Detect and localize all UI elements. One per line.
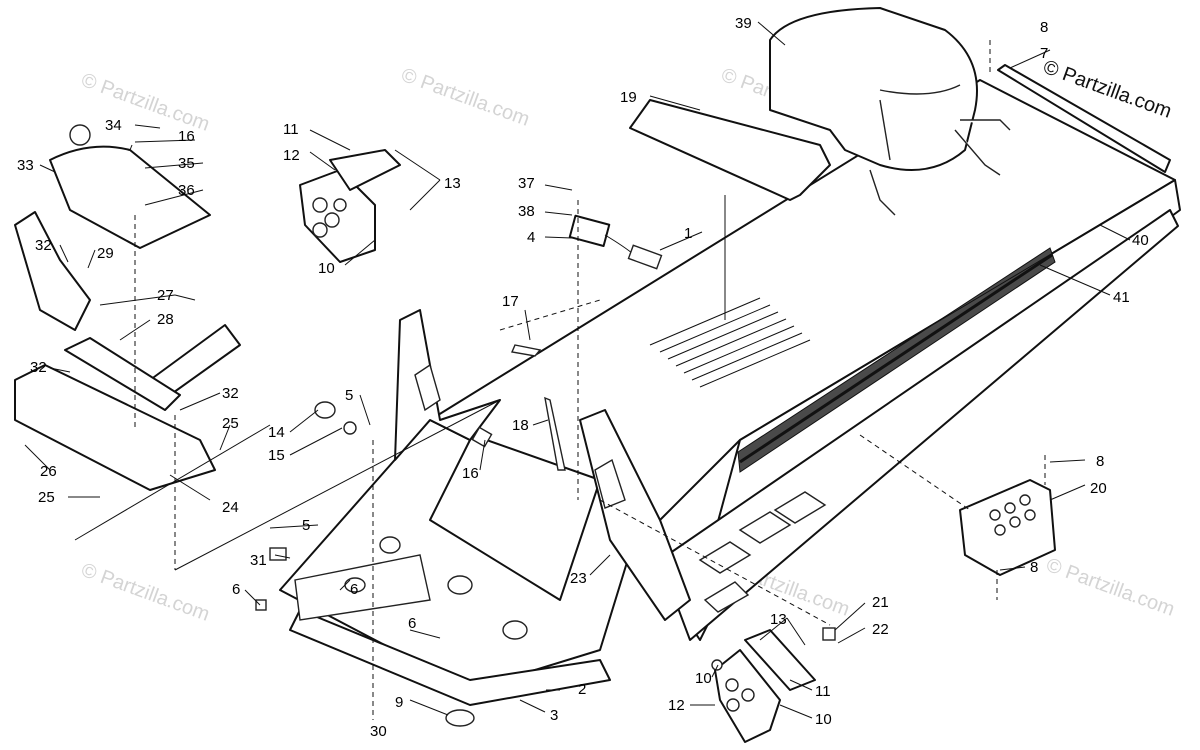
callout-14: 14 [268, 424, 285, 441]
callout-36: 36 [178, 182, 195, 199]
callout-6: 6 [350, 581, 358, 598]
leader-lines [24, 21, 1131, 720]
callout-4: 4 [527, 229, 535, 246]
callout-26: 26 [40, 463, 57, 480]
callout-8: 8 [1030, 559, 1038, 576]
callout-16: 16 [462, 465, 479, 482]
callout-31: 31 [250, 552, 267, 569]
tunnel-vents [649, 297, 811, 388]
callout-6: 6 [232, 581, 240, 598]
callout-5: 5 [302, 517, 310, 534]
callout-13: 13 [770, 611, 787, 628]
callout-33: 33 [17, 157, 34, 174]
callout-19: 19 [620, 89, 637, 106]
hardware [255, 344, 836, 727]
seat-part [769, 7, 1011, 216]
nose-assembly [14, 124, 241, 491]
callout-6: 6 [408, 615, 416, 632]
callout-40: 40 [1132, 232, 1149, 249]
callout-8: 8 [1096, 453, 1104, 470]
callout-10: 10 [695, 670, 712, 687]
callout-13: 13 [444, 175, 461, 192]
callout-24: 24 [222, 499, 239, 516]
callout-12: 12 [668, 697, 685, 714]
rear-rail-part [997, 64, 1171, 173]
callout-11: 11 [815, 683, 831, 700]
callout-20: 20 [1090, 480, 1107, 497]
callout-2: 2 [578, 681, 586, 698]
callout-38: 38 [518, 203, 535, 220]
callout-25: 25 [38, 489, 55, 506]
callout-8: 8 [1040, 19, 1048, 36]
callout-10: 10 [815, 711, 832, 728]
callout-25: 25 [222, 415, 239, 432]
callout-15: 15 [268, 447, 285, 464]
callout-9: 9 [395, 694, 403, 711]
brand-mark: © Partzilla.com [1040, 56, 1174, 123]
upper-mount-plate [299, 149, 401, 263]
callout-29: 29 [97, 245, 114, 262]
watermark: © Partzilla.com [78, 559, 212, 626]
running-board-cutouts [698, 491, 827, 613]
callout-37: 37 [518, 175, 535, 192]
callout-18: 18 [512, 417, 529, 434]
callout-27: 27 [157, 287, 174, 304]
callout-34: 34 [105, 117, 122, 134]
callout-41: 41 [1113, 289, 1130, 306]
callout-22: 22 [872, 621, 889, 638]
callout-32: 32 [222, 385, 239, 402]
front-bulkhead [279, 309, 691, 706]
callout-30: 30 [370, 723, 387, 740]
callout-12: 12 [283, 147, 300, 164]
callout-11: 11 [283, 121, 299, 138]
callout-3: 3 [550, 707, 558, 724]
watermark: © Partzilla.com [1043, 554, 1177, 621]
callout-28: 28 [157, 311, 174, 328]
callout-16: 16 [178, 128, 195, 145]
callout-21: 21 [872, 594, 889, 611]
lower-mount-plate [714, 629, 816, 743]
callout-17: 17 [502, 293, 519, 310]
callout-7: 7 [1040, 45, 1048, 62]
callout-39: 39 [735, 15, 752, 32]
callout-32: 32 [30, 359, 47, 376]
callout-32: 32 [35, 237, 52, 254]
watermark: © Partzilla.com [398, 64, 532, 131]
callout-23: 23 [570, 570, 587, 587]
callout-35: 35 [178, 155, 195, 172]
callout-5: 5 [345, 387, 353, 404]
wiring-harness-part [568, 214, 663, 270]
seat-pad-part [629, 99, 831, 201]
callout-10: 10 [318, 260, 335, 277]
callout-labels: 1 2 3 4 5 5 6 6 6 7 8 8 8 9 10 10 10 11 … [17, 15, 1149, 740]
callout-1: 1 [684, 225, 692, 242]
step-plate-part [959, 479, 1056, 576]
